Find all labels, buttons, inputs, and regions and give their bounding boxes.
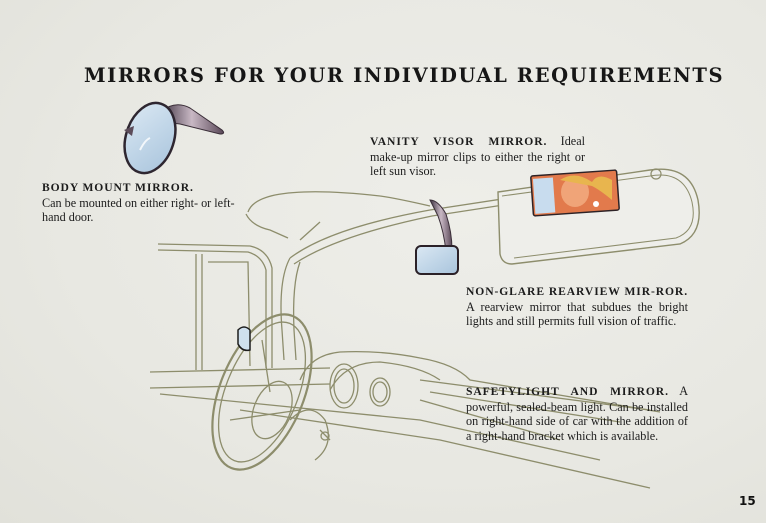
caption-text: Can be mounted on either right- or left-… bbox=[42, 195, 235, 225]
vanity-visor-mirror-illustration bbox=[497, 168, 700, 265]
caption-non-glare-rearview-mirror: NON-GLARE REARVIEW MIR-ROR. A rearview m… bbox=[466, 284, 688, 329]
caption-text: A rearview mirror that subdues the brigh… bbox=[466, 299, 688, 329]
caption-vanity-visor-mirror: VANITY VISOR MIRROR. Ideal make-up mirro… bbox=[370, 134, 585, 179]
caption-safetylight-and-mirror: SAFETYLIGHT AND MIRROR. A powerful, seal… bbox=[466, 384, 688, 443]
caption-text: Ideal make-up mirror clips to either the… bbox=[370, 134, 585, 179]
caption-body-mount-mirror: BODY MOUNT MIRROR. Can be mounted on eit… bbox=[42, 180, 247, 225]
page-title: MIRRORS FOR YOUR INDIVIDUAL REQUIREMENTS bbox=[84, 64, 725, 87]
side-mirror-detail bbox=[237, 326, 251, 352]
rearview-mirror-illustration bbox=[415, 199, 459, 275]
caption-heading: VANITY VISOR MIRROR. bbox=[370, 135, 548, 148]
caption-heading: NON-GLARE REARVIEW MIR-ROR. bbox=[466, 285, 688, 298]
car-interior-line-drawing bbox=[149, 177, 661, 489]
caption-heading: BODY MOUNT MIRROR. bbox=[42, 181, 194, 194]
body-mount-mirror-illustration bbox=[123, 101, 225, 175]
page-number: 15 bbox=[739, 494, 756, 508]
caption-text: A powerful, sealed-beam light. Can be in… bbox=[466, 384, 688, 443]
caption-heading: SAFETYLIGHT AND MIRROR. bbox=[466, 385, 669, 398]
